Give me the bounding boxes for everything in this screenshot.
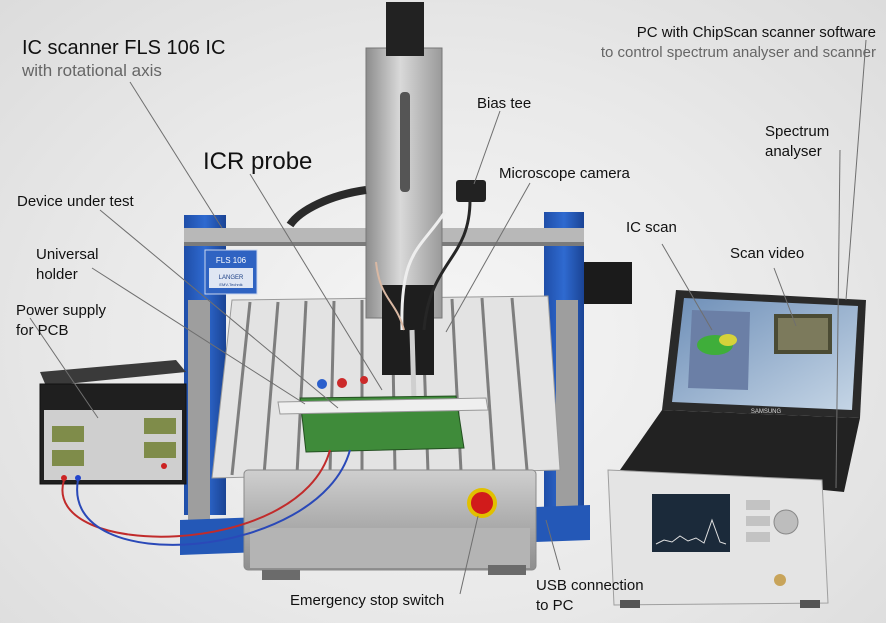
label-ic-scan: IC scan	[626, 219, 677, 236]
label-universal-holder-line1: Universal	[36, 246, 99, 263]
rail-right	[556, 300, 578, 540]
label-ic-scanner-title: IC scanner FLS 106 IC	[22, 37, 226, 59]
bias-tee	[456, 180, 486, 202]
label-spectrum-analyser-line1: Spectrum	[765, 123, 830, 140]
label-microscope-camera: Microscope camera	[499, 165, 630, 182]
icr-probe-shaft	[409, 329, 417, 401]
label-power-supply-line2: for PCB	[16, 322, 69, 339]
camera-cable	[400, 211, 447, 331]
cable-chain	[286, 186, 367, 228]
z-axis-slot	[400, 92, 410, 192]
label-power-supply-line1: Power supply	[16, 302, 107, 319]
label-usb-line2: to PC	[536, 597, 574, 614]
power-supply	[39, 360, 187, 485]
bias-tee-cable	[422, 199, 472, 331]
laptop: SAMSUNG	[620, 290, 866, 492]
rail-left	[188, 300, 210, 550]
power-cable-red	[61, 449, 331, 538]
label-scan-video: Scan video	[730, 245, 805, 262]
label-ic-scanner-sub: with rotational axis	[22, 61, 162, 80]
control-box-foot-left	[262, 570, 300, 580]
label-ic-scanner: IC scanner FLS 106 IC with rotational ax…	[22, 36, 225, 82]
label-universal-holder-line2: holder	[36, 266, 78, 283]
label-bias-tee: Bias tee	[477, 95, 532, 112]
nameplate-brand: LANGER	[219, 275, 244, 281]
leader-lines	[29, 39, 867, 595]
nameplate: FLS 106 LANGER EMV-Technik	[204, 249, 258, 295]
power-cable-blue	[76, 449, 351, 546]
label-emergency-stop: Emergency stop switch	[290, 592, 445, 609]
nameplate-model: FLS 106	[216, 256, 247, 265]
label-icr-probe: ICR probe	[203, 148, 313, 175]
x-axis-motor	[584, 262, 632, 304]
label-pc-title: PC with ChipScan scanner software	[636, 24, 876, 41]
z-axis-carriage	[382, 285, 434, 375]
label-pc-sub: to control spectrum analyser and scanner	[600, 44, 876, 61]
label-usb-connection: USB connection to PC	[536, 576, 644, 616]
pcb-cap-blue-1	[317, 379, 327, 389]
z-axis-motor	[386, 2, 424, 56]
label-spectrum-analyser: Spectrum analyser	[765, 122, 829, 162]
nameplate-brand-sub: EMV-Technik	[219, 282, 242, 287]
label-power-supply: Power supply for PCB	[16, 301, 106, 341]
spectrum-analyser	[607, 469, 829, 608]
laptop-brand: SAMSUNG	[751, 409, 782, 415]
probe-cable	[375, 261, 405, 331]
label-usb-line1: USB connection	[536, 577, 644, 594]
pcb-cap-red-1	[337, 378, 347, 388]
label-spectrum-analyser-line2: analyser	[765, 143, 822, 160]
label-device-under-test: Device under test	[17, 193, 134, 210]
control-box-foot-right	[488, 565, 526, 575]
label-pc: PC with ChipScan scanner software to con…	[601, 23, 876, 63]
emergency-stop-button[interactable]	[467, 488, 497, 518]
control-box-front	[250, 528, 530, 568]
pcb-cap-red-2	[360, 376, 368, 384]
label-universal-holder: Universal holder	[36, 245, 99, 285]
